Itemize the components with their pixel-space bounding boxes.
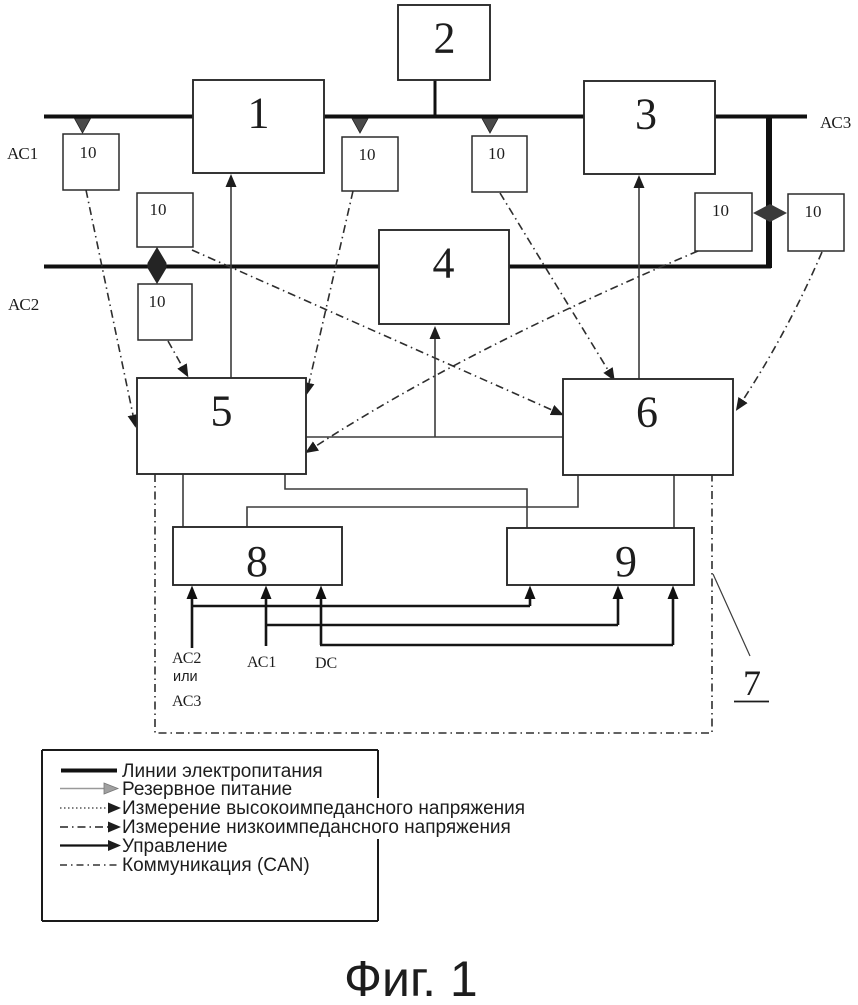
svg-text:Резервное питание: Резервное питание (122, 779, 292, 800)
svg-text:10: 10 (149, 292, 166, 311)
svg-text:1: 1 (248, 89, 270, 138)
svg-text:или: или (173, 669, 198, 685)
svg-text:9: 9 (615, 537, 637, 586)
svg-text:10: 10 (488, 144, 505, 163)
svg-text:АС2: АС2 (172, 650, 201, 667)
svg-text:АС3: АС3 (172, 693, 201, 710)
svg-text:Коммуникация (CAN): Коммуникация (CAN) (122, 855, 310, 876)
svg-text:6: 6 (636, 388, 658, 437)
svg-text:10: 10 (359, 145, 376, 164)
svg-text:4: 4 (433, 239, 455, 288)
svg-text:АС1: АС1 (247, 654, 276, 671)
svg-text:Измерение высокоимпедансного н: Измерение высокоимпедансного напряжения (122, 798, 525, 819)
svg-text:3: 3 (635, 90, 657, 139)
svg-text:10: 10 (712, 201, 729, 220)
svg-text:АС3: АС3 (820, 113, 851, 132)
svg-text:5: 5 (211, 387, 233, 436)
svg-text:8: 8 (246, 537, 268, 586)
svg-text:Измерение низкоимпедансного на: Измерение низкоимпедансного напряжения (122, 817, 511, 838)
svg-text:АС1: АС1 (7, 144, 38, 163)
svg-text:Фиг. 1: Фиг. 1 (344, 951, 478, 1000)
svg-text:10: 10 (150, 200, 167, 219)
svg-text:Управление: Управление (122, 836, 228, 857)
svg-text:2: 2 (434, 14, 456, 63)
svg-text:10: 10 (80, 143, 97, 162)
svg-text:Линии электропитания: Линии электропитания (122, 761, 323, 782)
svg-text:7: 7 (743, 663, 761, 703)
svg-text:АС2: АС2 (8, 295, 39, 314)
svg-text:10: 10 (805, 202, 822, 221)
svg-text:DC: DC (315, 655, 337, 672)
